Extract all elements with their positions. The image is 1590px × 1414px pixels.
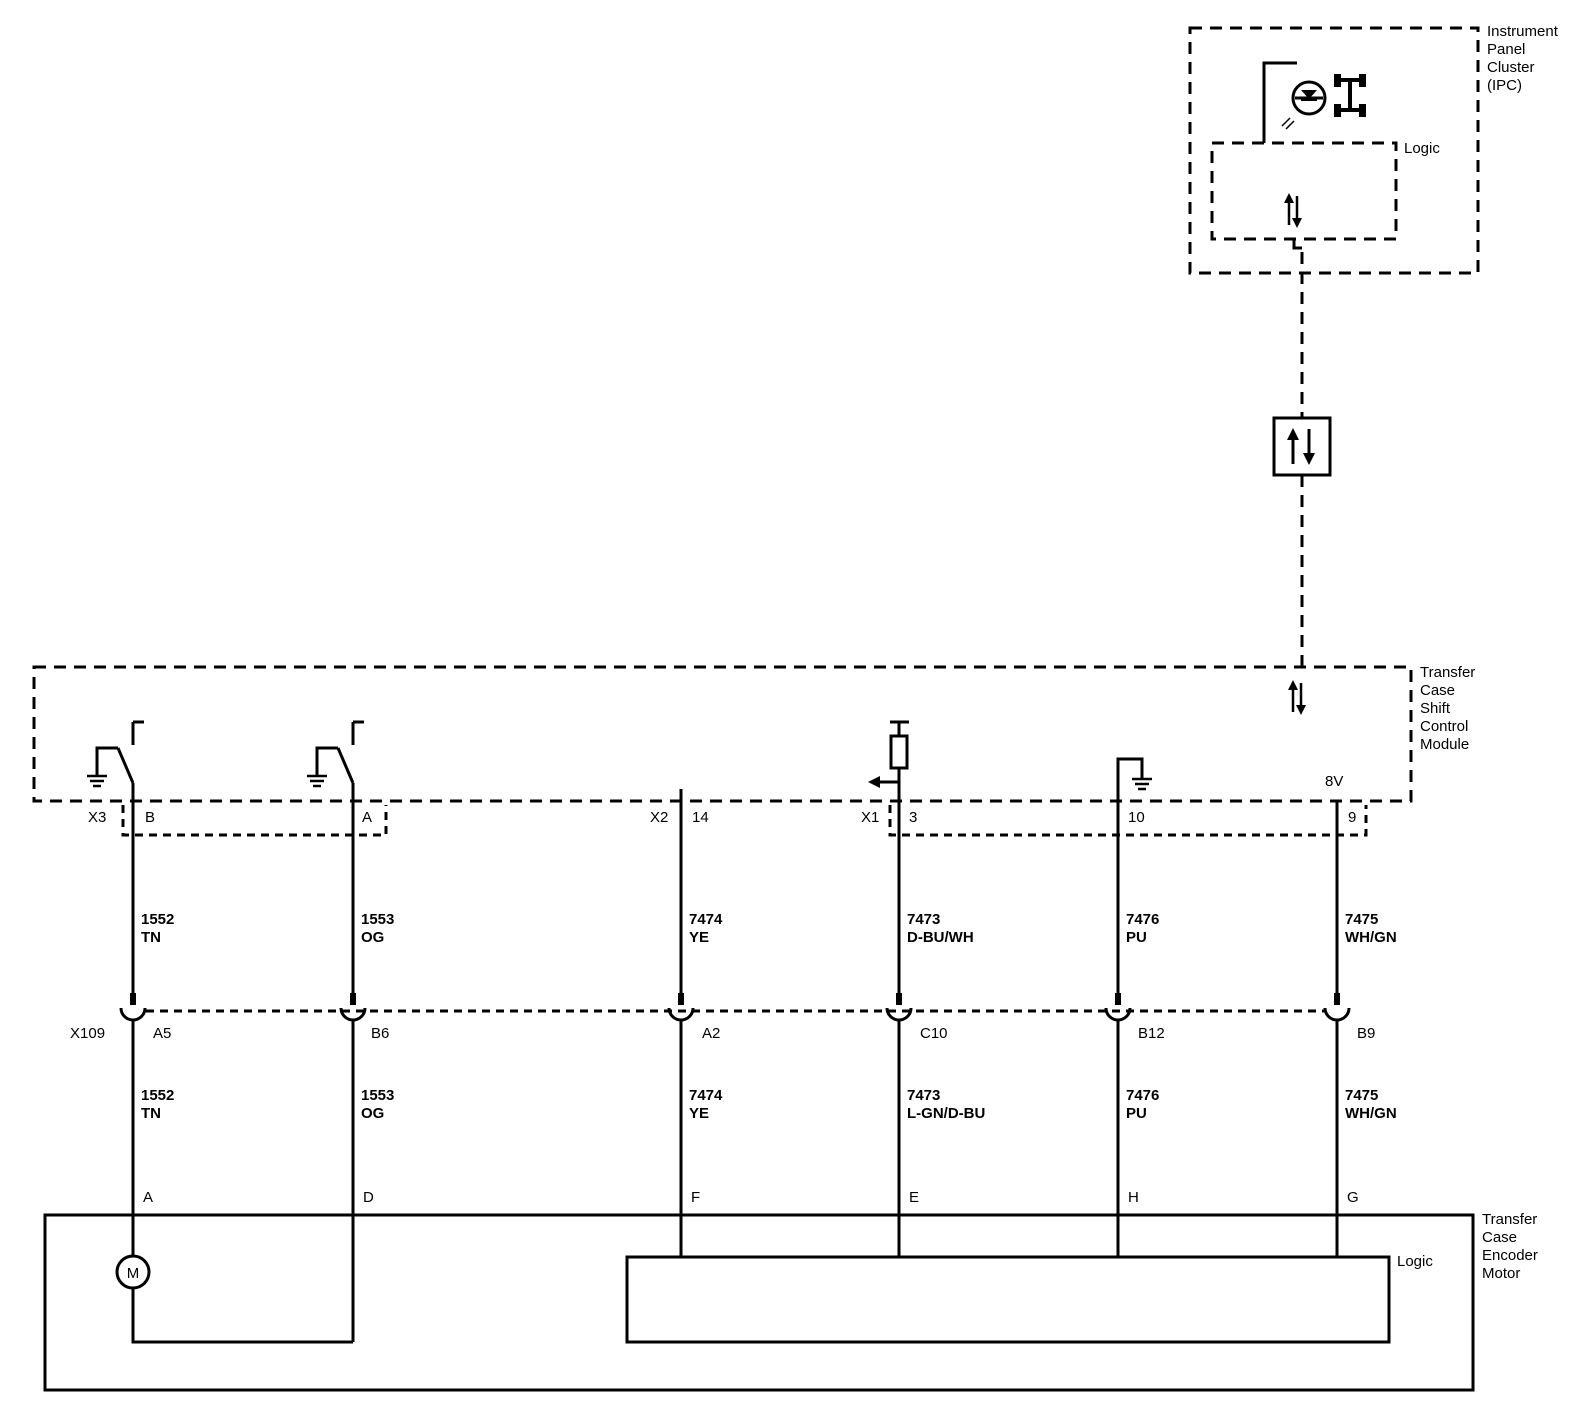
wire-label-circuit: 1553 bbox=[361, 911, 394, 928]
connector-terminal bbox=[119, 1007, 147, 1022]
tcscm-name-line-3: Shift bbox=[1420, 700, 1451, 717]
inline-pin-label: A5 bbox=[153, 1025, 171, 1042]
serial-data-arrows-icon bbox=[1288, 680, 1306, 715]
wire-label-color: PU bbox=[1126, 1105, 1147, 1122]
motor-label: M bbox=[127, 1265, 140, 1282]
serial-data-arrows-icon bbox=[1284, 193, 1302, 228]
wire-label-color: TN bbox=[141, 1105, 161, 1122]
inline-pin-label: C10 bbox=[920, 1025, 948, 1042]
wire-label-color: YE bbox=[689, 929, 709, 946]
pin10-ground-wire bbox=[1116, 757, 1144, 800]
wire-label-circuit: 7474 bbox=[689, 911, 723, 928]
serial-data-arrows-icon bbox=[1272, 416, 1332, 477]
inline-pin-label: B6 bbox=[371, 1025, 389, 1042]
encoder-pin-label: G bbox=[1347, 1189, 1359, 1206]
wire-label-circuit: 1553 bbox=[361, 1087, 394, 1104]
ipc-boundary bbox=[1188, 26, 1480, 275]
tcscm-name-line-5: Module bbox=[1420, 736, 1469, 753]
tcscm-name-line-1: Transfer bbox=[1420, 664, 1475, 681]
wire-label-color: OG bbox=[361, 929, 384, 946]
wire-label-circuit: 7476 bbox=[1126, 911, 1159, 928]
tcscm-name-line-4: Control bbox=[1420, 718, 1468, 735]
encoder-name-line-3: Encoder bbox=[1482, 1247, 1538, 1264]
inline-connector-x109: X109 A5 B6 A2 C10 B12 B9 bbox=[70, 993, 1375, 1042]
ipc-name-line-3: Cluster bbox=[1487, 59, 1535, 76]
wire-label-color: PU bbox=[1126, 929, 1147, 946]
connector-X3-label: X3 bbox=[88, 809, 106, 826]
encoder-logic-label: Logic bbox=[1397, 1253, 1433, 1270]
wire-label-circuit: 7475 bbox=[1345, 911, 1378, 928]
motor-icon: M bbox=[115, 1254, 151, 1290]
ipc-name-line-4: (IPC) bbox=[1487, 77, 1522, 94]
ipc-name-line-1: Instrument bbox=[1487, 23, 1559, 40]
connector-terminal bbox=[1323, 1007, 1351, 1022]
wire-label-circuit: 1552 bbox=[141, 911, 174, 928]
encoder-name-line-4: Motor bbox=[1482, 1265, 1520, 1282]
motor-return-wire bbox=[131, 1288, 353, 1344]
wire-label-circuit: 7476 bbox=[1126, 1087, 1159, 1104]
encoder-name-line-2: Case bbox=[1482, 1229, 1517, 1246]
encoder-pin-label: A bbox=[143, 1189, 153, 1206]
connector-X1-outline bbox=[888, 805, 1368, 837]
switch-icon bbox=[95, 720, 144, 800]
upper-wire-labels: 1552 TN 1553 OG 7474 YE 7473 D-BU/WH 747… bbox=[141, 911, 1397, 946]
inline-pin-label: A2 bbox=[702, 1025, 720, 1042]
tcscm-name-line-2: Case bbox=[1420, 682, 1455, 699]
wire-label-circuit: 1552 bbox=[141, 1087, 174, 1104]
ipc-name-line-2: Panel bbox=[1487, 41, 1525, 58]
inline-pin-label: B12 bbox=[1138, 1025, 1165, 1042]
ground-icon bbox=[1132, 777, 1152, 791]
connector-X3-pin-A: A bbox=[362, 809, 372, 826]
encoder-motor-boundary bbox=[43, 1213, 1475, 1392]
encoder-pin-label: E bbox=[909, 1189, 919, 1206]
connector-X1-label: X1 bbox=[861, 809, 879, 826]
4wd-indicator-lamp-icon bbox=[1262, 61, 1366, 143]
encoder-pin-labels: A D F E H G bbox=[143, 1189, 1359, 1206]
encoder-pin-label: D bbox=[363, 1189, 374, 1206]
wire-label-color: TN bbox=[141, 929, 161, 946]
wire-label-circuit: 7474 bbox=[689, 1087, 723, 1104]
resistor-icon bbox=[868, 720, 909, 800]
lower-wire-labels: 1552 TN 1553 OG 7474 YE 7473 L-GN/D-BU 7… bbox=[141, 1087, 1397, 1122]
encoder-pin-label: F bbox=[691, 1189, 700, 1206]
ipc-serial-stub bbox=[1292, 239, 1302, 250]
wire-label-color: L-GN/D-BU bbox=[907, 1105, 985, 1122]
encoder-motor-component: Transfer Case Encoder Motor M Logic bbox=[43, 1211, 1538, 1392]
ground-icon bbox=[87, 774, 107, 788]
wire-label-color: YE bbox=[689, 1105, 709, 1122]
shift-control-module: Transfer Case Shift Control Module bbox=[32, 664, 1475, 803]
encoder-name-line-1: Transfer bbox=[1482, 1211, 1537, 1228]
wire-label-color: D-BU/WH bbox=[907, 929, 974, 946]
connector-X1-pin-3: 3 bbox=[909, 809, 917, 826]
encoder-pin-label: H bbox=[1128, 1189, 1139, 1206]
wire-label-color: WH/GN bbox=[1345, 929, 1397, 946]
ipc-module: Instrument Panel Cluster (IPC) Logic bbox=[1188, 23, 1559, 275]
shift-control-module-boundary bbox=[32, 665, 1413, 803]
connector-X3-outline bbox=[121, 805, 388, 837]
connector-X2-label: X2 bbox=[650, 809, 668, 826]
lower-wires bbox=[131, 1020, 1339, 1342]
connector-X1-pin-9: 9 bbox=[1348, 809, 1356, 826]
ipc-logic-block bbox=[1210, 141, 1398, 241]
upper-wires bbox=[131, 789, 1339, 1000]
wire-label-circuit: 7473 bbox=[907, 1087, 940, 1104]
connector-X3-pin-B: B bbox=[145, 809, 155, 826]
wire-label-circuit: 7475 bbox=[1345, 1087, 1378, 1104]
wire-label-circuit: 7473 bbox=[907, 911, 940, 928]
connector-X2-pin-14: 14 bbox=[692, 809, 709, 826]
wire-label-color: WH/GN bbox=[1345, 1105, 1397, 1122]
connector-X1-pin-10: 10 bbox=[1128, 809, 1145, 826]
inline-pin-label: B9 bbox=[1357, 1025, 1375, 1042]
ipc-logic-label: Logic bbox=[1404, 140, 1440, 157]
switch-icon bbox=[315, 720, 364, 800]
wire-label-color: OG bbox=[361, 1105, 384, 1122]
encoder-logic-block bbox=[625, 1255, 1391, 1344]
inline-connector-label: X109 bbox=[70, 1025, 105, 1042]
tcscm-supply-label: 8V bbox=[1325, 773, 1343, 790]
ground-icon bbox=[307, 774, 327, 788]
